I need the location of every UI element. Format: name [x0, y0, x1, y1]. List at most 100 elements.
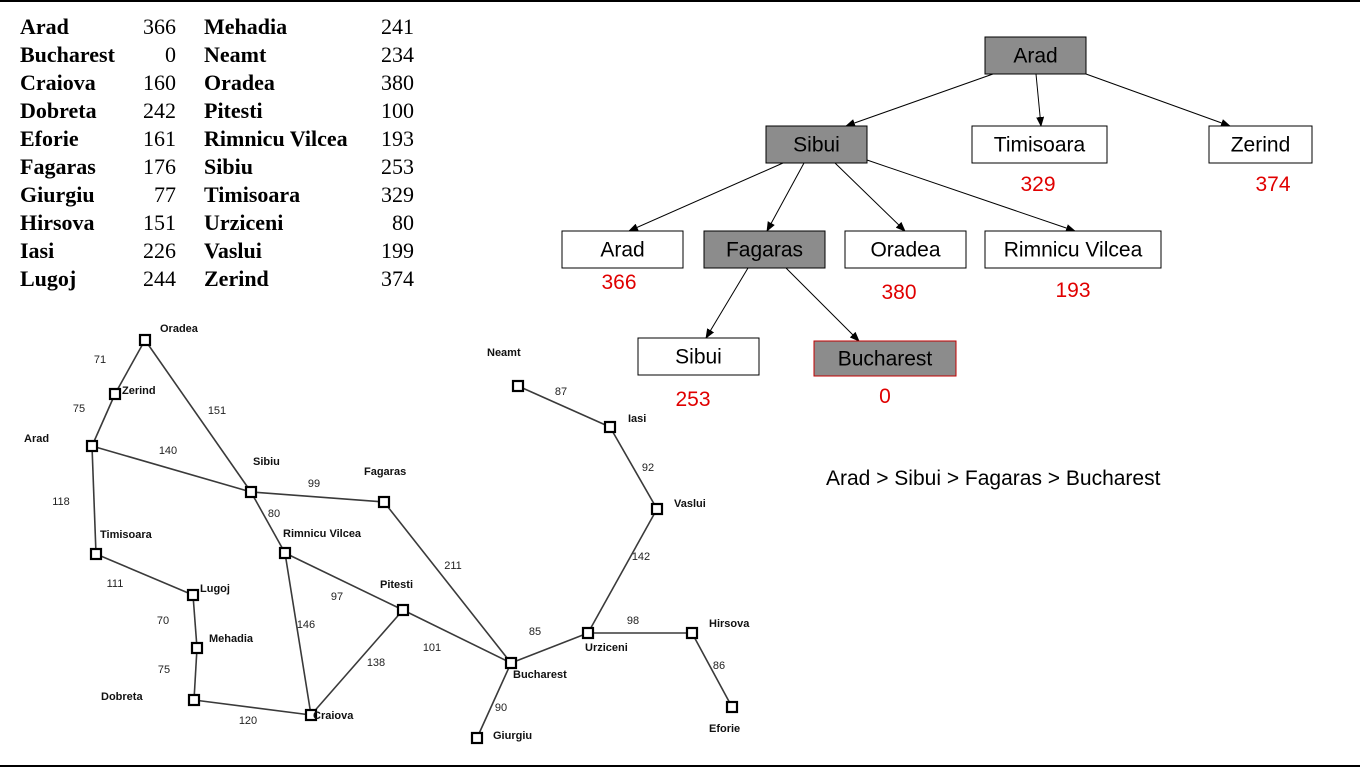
map-road-distance: 98 [627, 615, 639, 627]
tree-node-box [813, 340, 957, 377]
tree-node-heuristic: 253 [675, 388, 710, 411]
map-city-label-sibiu: Sibiu [253, 456, 280, 468]
map-city-label-vaslui: Vaslui [674, 498, 706, 510]
tree-node-label: Oradea [870, 239, 940, 262]
map-road-distance: 111 [107, 578, 124, 590]
heuristic-city: Lugoj [20, 266, 77, 291]
tree-node-label: Arad [1013, 45, 1057, 68]
tree-node-sibiu1: Sibui [765, 125, 868, 164]
tree-node-label: Sibui [793, 134, 840, 157]
heuristic-value: 100 [381, 98, 414, 123]
map-city-marker-oradea [138, 333, 152, 347]
map-city-marker-vaslui [650, 502, 664, 516]
tree-node-heuristic: 366 [601, 271, 636, 294]
map-road-iasi-neamt [517, 385, 611, 428]
map-city-marker-mehadia [190, 641, 204, 655]
map-city-label-arad: Arad [24, 433, 49, 445]
map-city-label-dobreta: Dobreta [101, 691, 143, 703]
tree-edge-sibiu1-rimnicu1 [866, 159, 1076, 232]
heuristic-city: Giurgiu [20, 182, 95, 207]
map-road-distance: 211 [444, 560, 462, 572]
map-road-bucharest-urziceni [510, 632, 589, 664]
map-city-label-rimnicu: Rimnicu Vilcea [283, 528, 362, 540]
map-road-distance: 140 [159, 445, 177, 457]
tree-edge-arad_root-zerind1 [1085, 73, 1231, 127]
tree-node-box [984, 230, 1162, 269]
map-road-distance: 71 [94, 354, 106, 366]
heuristic-city: Fagaras [20, 154, 96, 179]
map-city-label-urziceni: Urziceni [585, 642, 628, 654]
tree-node-label: Zerind [1231, 134, 1291, 157]
heuristic-city: Arad [20, 14, 69, 39]
map-road-distance: 80 [268, 508, 280, 520]
tree-node-heuristic: 0 [879, 385, 891, 408]
map-road-distance: 101 [423, 642, 441, 654]
heuristic-value: 374 [381, 266, 414, 291]
tree-node-box [703, 230, 826, 269]
map-road-arad-timisoara [91, 445, 97, 555]
heuristic-value: 160 [143, 70, 176, 95]
heuristic-value: 77 [154, 182, 176, 207]
map-road-distance: 120 [239, 715, 257, 727]
map-city-marker-craiova [304, 708, 318, 722]
tree-edge-fagaras1-bucharest1 [785, 267, 860, 342]
map-road-craiova-pitesti [310, 609, 404, 716]
map-city-marker-iasi [603, 420, 617, 434]
map-road-mehadia-dobreta [193, 647, 198, 701]
tree-node-fagaras1: Fagaras [703, 230, 826, 269]
heuristic-value: 199 [381, 238, 414, 263]
tree-node-arad_root: Arad [984, 36, 1087, 75]
heuristic-city: Pitesti [204, 98, 263, 123]
tree-node-label: Arad [600, 239, 644, 262]
tree-node-box [984, 36, 1087, 75]
map-city-label-giurgiu: Giurgiu [493, 730, 532, 742]
heuristic-value: 242 [143, 98, 176, 123]
map-road-vaslui-iasi [609, 426, 658, 510]
tree-node-heuristic: 374 [1255, 173, 1290, 196]
tree-node-oradea1: Oradea [844, 230, 967, 269]
map-road-pitesti-bucharest [402, 609, 512, 664]
tree-node-label: Timisoara [994, 134, 1086, 157]
heuristic-value: 241 [381, 14, 414, 39]
map-city-marker-lugoj [186, 588, 200, 602]
tree-node-zerind1: Zerind [1208, 125, 1313, 164]
heuristic-city: Dobreta [20, 98, 97, 123]
heuristic-city: Hirsova [20, 210, 95, 235]
tree-node-label: Bucharest [838, 348, 933, 371]
map-city-label-craiova: Craiova [313, 710, 354, 722]
map-road-distance: 75 [158, 664, 170, 676]
map-road-timisoara-lugoj [95, 553, 194, 596]
map-city-label-oradea: Oradea [160, 323, 199, 335]
heuristic-city: Zerind [204, 266, 269, 291]
heuristic-value: 193 [381, 126, 414, 151]
tree-node-heuristic: 329 [1020, 173, 1055, 196]
heuristic-city: Rimnicu Vilcea [204, 126, 348, 151]
map-city-label-eforie: Eforie [709, 723, 740, 735]
heuristic-value: 0 [165, 42, 176, 67]
tree-node-timisoara1: Timisoara [971, 125, 1108, 164]
map-road-oradea-zerind [114, 339, 146, 395]
bottom-border [0, 765, 1360, 767]
tree-edge-sibiu1-fagaras1 [766, 162, 805, 232]
heuristic-value: 366 [143, 14, 176, 39]
map-road-distance: 118 [52, 496, 70, 508]
heuristic-value: 244 [143, 266, 176, 291]
map-city-label-iasi: Iasi [628, 413, 646, 425]
tree-node-arad2: Arad [561, 230, 684, 269]
map-city-marker-arad [85, 439, 99, 453]
map-road-distance: 90 [495, 702, 507, 714]
map-road-sibiu-rimnicu [250, 491, 286, 554]
heuristic-value: 151 [143, 210, 176, 235]
map-city-label-bucharest: Bucharest [513, 669, 567, 681]
heuristic-value: 253 [381, 154, 414, 179]
tree-node-heuristic: 193 [1055, 279, 1090, 302]
map-road-rimnicu-pitesti [284, 552, 404, 611]
tree-edge-arad_root-timisoara1 [1035, 73, 1045, 127]
map-city-marker-giurgiu [470, 731, 484, 745]
map-city-label-neamt: Neamt [487, 347, 521, 359]
map-road-sibiu-fagaras [250, 491, 385, 503]
map-city-label-mehadia: Mehadia [209, 633, 254, 645]
map-city-label-timisoara: Timisoara [100, 529, 153, 541]
heuristic-city: Iasi [20, 238, 55, 263]
map-roads [91, 339, 733, 739]
